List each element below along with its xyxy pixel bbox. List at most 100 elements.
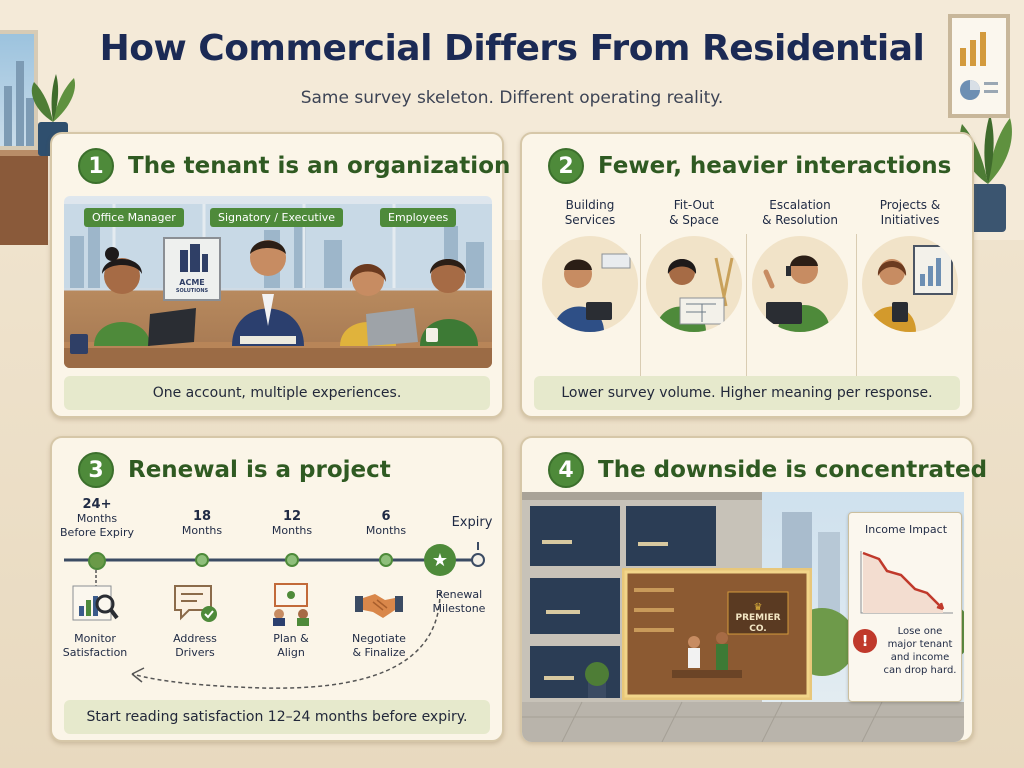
milestone-label-12-months: 12 Months	[260, 510, 324, 538]
milestone-label-6-months: 6 Months	[354, 510, 418, 538]
page-title: How Commercial Differs From Residential	[99, 28, 925, 69]
step-label-line2: Align	[277, 646, 305, 659]
column-divider	[640, 234, 641, 384]
store-name-line1: PREMIER	[735, 613, 781, 623]
card-caption: Start reading satisfaction 12–24 months …	[64, 700, 490, 734]
acme-logo-tagline: SOLUTIONS	[175, 288, 209, 294]
milestone-value: 6	[381, 509, 391, 524]
card-header: 2 Fewer, heavier interactions	[548, 148, 951, 184]
crown-icon: ♛	[753, 602, 763, 613]
service-label-line2: Services	[564, 213, 616, 227]
warning-line1: Lose one	[897, 626, 943, 637]
presenter-illustration	[862, 236, 958, 332]
building-scene-art	[522, 492, 964, 742]
page-subtitle: Same survey skeleton. Different operatin…	[300, 88, 724, 108]
timeline-node-6-months	[379, 553, 393, 567]
milestone-label-24-months: 24+ Months Before Expiry	[52, 498, 142, 540]
step-label: Address Drivers	[152, 632, 238, 660]
plant-decor-right	[960, 114, 1012, 232]
meeting-board-icon	[267, 582, 315, 626]
step-label-line1: Plan &	[273, 632, 309, 645]
impact-title: Income Impact	[864, 523, 948, 536]
service-label-line1: Projects &	[879, 198, 941, 212]
support-agent-illustration	[752, 236, 848, 332]
step-monitor-satisfaction: Monitor Satisfaction	[52, 582, 138, 660]
renewal-milestone-line1: Renewal	[435, 588, 483, 601]
card-title: Renewal is a project	[128, 457, 391, 483]
milestone-unit: Months	[181, 524, 223, 537]
step-address-drivers: Address Drivers	[152, 582, 238, 660]
plant-decor-left	[31, 74, 76, 156]
column-divider	[856, 234, 857, 384]
milestone-detail: Before Expiry	[60, 526, 134, 539]
card-header: 4 The downside is concentrated	[548, 452, 987, 488]
milestone-unit: Months	[365, 524, 407, 537]
warning-text: Lose one major tenant and income can dro…	[879, 625, 961, 677]
role-tag-employees: Employees	[380, 208, 457, 227]
premier-co-sign: ♛ PREMIER CO.	[730, 602, 786, 635]
step-label-line2: & Finalize	[352, 646, 406, 659]
wall-chart-art	[948, 14, 1010, 118]
renewal-milestone-line2: Milestone	[432, 602, 486, 615]
office-meeting-illustration: Office Manager Signatory / Executive Emp…	[64, 196, 492, 368]
step-number-badge: 1	[78, 148, 114, 184]
acme-logo: ACME SOLUTIONS	[164, 278, 220, 296]
step-plan-align: Plan & Align	[248, 582, 334, 660]
declining-chart-icon	[860, 551, 953, 614]
card-title: The downside is concentrated	[598, 457, 988, 483]
card-header: 3 Renewal is a project	[78, 452, 391, 488]
warning-line2: major tenant	[887, 639, 953, 650]
service-label: Projects & Initiatives	[860, 198, 960, 230]
store-name-line2: CO.	[749, 624, 767, 634]
timeline-node-expiry	[471, 553, 485, 567]
step-label-line1: Negotiate	[352, 632, 406, 645]
card-fewer-interactions: 2 Fewer, heavier interactions Building S…	[520, 132, 974, 418]
step-number-badge: 2	[548, 148, 584, 184]
step-label-line2: Satisfaction	[62, 646, 128, 659]
role-tag-office-manager: Office Manager	[84, 208, 184, 227]
service-label-line2: & Space	[669, 213, 719, 227]
income-impact-panel: Income Impact ! Lose one major tenant an…	[848, 512, 962, 702]
handshake-icon	[355, 582, 403, 626]
service-label-line2: Initiatives	[880, 213, 940, 227]
step-label-line2: Drivers	[175, 646, 215, 659]
magnifier-chart-icon	[71, 582, 119, 626]
step-negotiate-finalize: Negotiate & Finalize	[336, 582, 422, 660]
milestone-value: 24+	[82, 497, 112, 512]
step-number-badge: 4	[548, 452, 584, 488]
card-header: 1 The tenant is an organization	[78, 148, 510, 184]
card-downside-concentrated: 4 The downside is concentrated	[520, 436, 987, 742]
service-label-line1: Building	[565, 198, 615, 212]
service-column-escalation: Escalation & Resolution	[750, 198, 850, 332]
card-caption: Lower survey volume. Higher meaning per …	[534, 376, 960, 410]
service-label: Fit-Out & Space	[644, 198, 744, 230]
building-illustration: ♛ PREMIER CO.	[522, 492, 964, 742]
warning-icon: !	[853, 629, 877, 653]
milestone-value: 12	[282, 509, 302, 524]
fitout-illustration	[646, 236, 742, 332]
timeline-track	[64, 542, 479, 689]
role-tag-signatory: Signatory / Executive	[210, 208, 344, 227]
renewal-star-icon: ★	[424, 544, 456, 576]
milestone-label-expiry: Expiry	[444, 516, 500, 530]
counter-decor	[0, 150, 48, 245]
milestone-label-18-months: 18 Months	[170, 510, 234, 538]
step-label: Negotiate & Finalize	[336, 632, 422, 660]
warning-line4: can drop hard.	[883, 665, 957, 676]
technician-illustration	[542, 236, 638, 332]
step-label: Monitor Satisfaction	[52, 632, 138, 660]
timeline-node-18-months	[195, 553, 209, 567]
milestone-unit: Months	[271, 524, 313, 537]
acme-logo-name: ACME	[179, 278, 205, 287]
timeline-node-24-months	[88, 552, 106, 570]
step-label-line1: Monitor	[74, 632, 116, 645]
renewal-milestone-label: Renewal Milestone	[424, 588, 494, 616]
card-title: Fewer, heavier interactions	[598, 153, 952, 179]
card-title: The tenant is an organization	[128, 153, 511, 179]
warning-line3: and income	[890, 652, 950, 663]
card-caption: One account, multiple experiences.	[64, 376, 490, 410]
service-label: Escalation & Resolution	[750, 198, 850, 230]
step-number-badge: 3	[78, 452, 114, 488]
milestone-value: 18	[192, 509, 212, 524]
service-column-projects: Projects & Initiatives	[860, 198, 960, 332]
